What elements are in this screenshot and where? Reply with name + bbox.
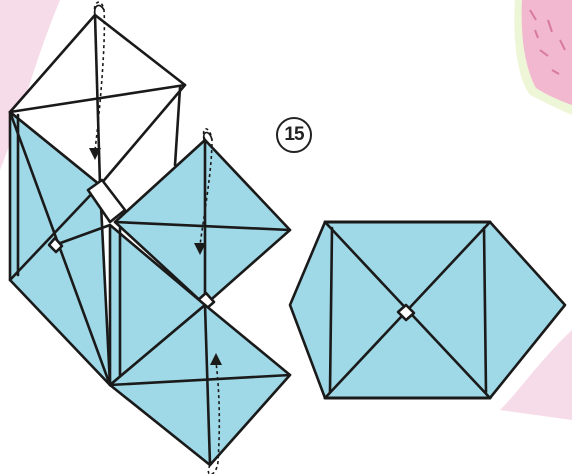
step-number-badge: 15 — [276, 117, 312, 153]
curl-top — [95, 5, 104, 15]
photo-corner — [514, 0, 572, 115]
right-square — [290, 222, 565, 398]
